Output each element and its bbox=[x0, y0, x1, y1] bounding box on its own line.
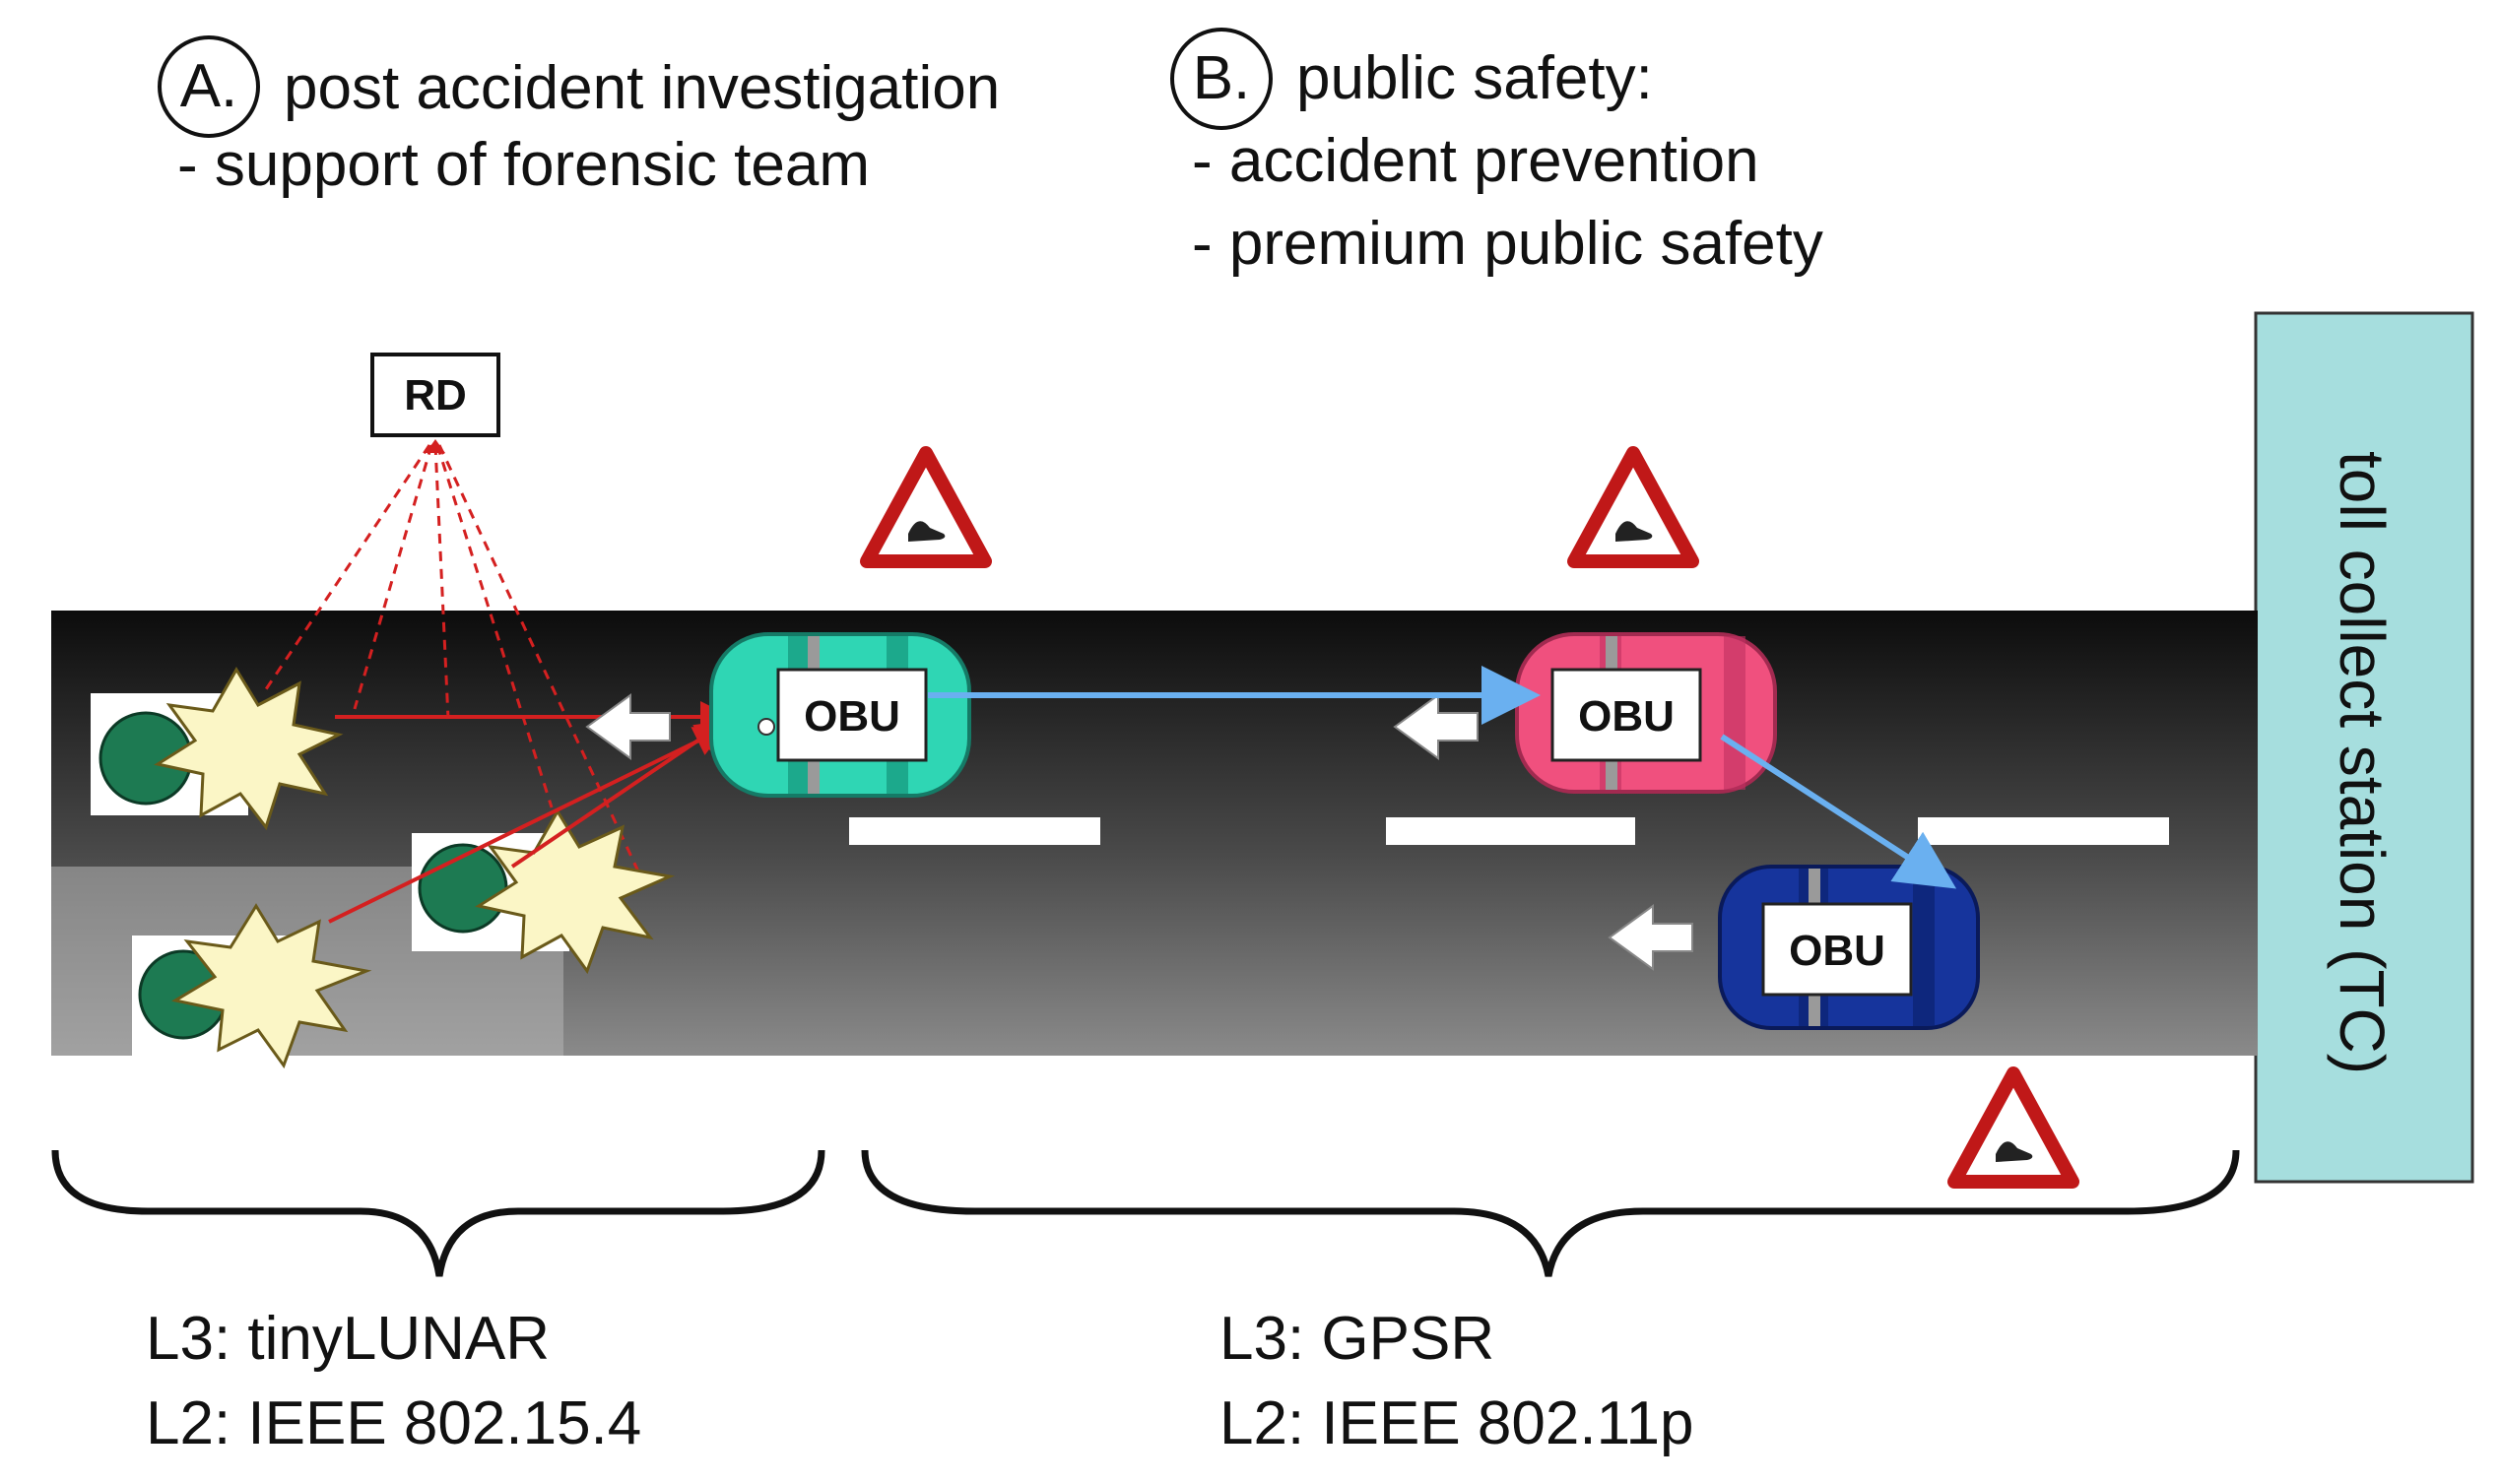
direction-arrow-left-icon bbox=[585, 693, 671, 760]
toll-station-label: toll collect station (TC) bbox=[2327, 451, 2398, 1074]
obu-box bbox=[1550, 668, 1702, 762]
toll-collect-station: toll collect station (TC) bbox=[2254, 311, 2474, 1184]
car-window-rear bbox=[1724, 636, 1745, 790]
right-l3-label: L3: GPSR bbox=[1219, 1305, 1494, 1373]
warning-sign-triangle bbox=[1947, 1066, 2079, 1189]
lane-marking-3 bbox=[1918, 817, 2169, 845]
section-b-bullet-2: - premium public safety bbox=[1192, 210, 1823, 278]
obu-box bbox=[776, 668, 928, 762]
warning-sign-1 bbox=[860, 446, 992, 568]
obu-label: OBU bbox=[1578, 692, 1675, 741]
section-b-marker: B. bbox=[1193, 44, 1251, 112]
section-a-marker: A. bbox=[180, 52, 238, 120]
section-b-bullet-1: - accident prevention bbox=[1192, 127, 1759, 195]
car-pink: OBU bbox=[1515, 632, 1777, 794]
rd-box bbox=[370, 353, 500, 437]
rd-node: RD bbox=[370, 353, 500, 437]
section-b-heading: B. public safety: - accident prevention … bbox=[1170, 28, 1823, 278]
skid-car-icon bbox=[1615, 521, 1653, 542]
warning-sign-3 bbox=[1947, 1066, 2079, 1189]
toll-station-box bbox=[2254, 311, 2474, 1184]
warning-sign-2 bbox=[1567, 446, 1699, 568]
section-a-marker-circle bbox=[158, 35, 260, 138]
section-a-bullet-1: - support of forensic team bbox=[177, 131, 870, 199]
direction-arrow-left-icon bbox=[1608, 904, 1693, 971]
obu-label: OBU bbox=[1789, 927, 1885, 975]
left-protocol-stack: L3: tinyLUNAR L2: IEEE 802.15.4 bbox=[146, 1305, 641, 1457]
left-l2-label: L2: IEEE 802.15.4 bbox=[146, 1389, 641, 1457]
section-a-title: post accident investigation bbox=[284, 54, 1000, 122]
v2v-link-pink-to-blue bbox=[1720, 734, 1957, 889]
section-a-heading: A. post accident investigation - support… bbox=[158, 35, 1000, 199]
crash-burst bbox=[170, 903, 372, 1069]
left-brace bbox=[51, 1149, 825, 1277]
sensor-node-3 bbox=[132, 903, 372, 1069]
lane-marking-1 bbox=[849, 817, 1100, 845]
crash-burst bbox=[154, 667, 344, 831]
lane-marking-2 bbox=[1386, 817, 1635, 845]
warning-sign-triangle bbox=[860, 446, 992, 568]
car-blue: OBU bbox=[1718, 865, 1980, 1030]
car-green: OBU bbox=[709, 632, 971, 798]
right-protocol-stack: L3: GPSR L2: IEEE 802.11p bbox=[1219, 1305, 1693, 1457]
rd-link-1 bbox=[264, 444, 431, 690]
crash-burst bbox=[475, 808, 676, 975]
right-l2-label: L2: IEEE 802.11p bbox=[1219, 1389, 1693, 1457]
obu-box bbox=[1761, 902, 1913, 997]
left-l3-label: L3: tinyLUNAR bbox=[146, 1305, 550, 1373]
obu-label: OBU bbox=[804, 692, 900, 741]
right-brace bbox=[861, 1149, 2240, 1277]
car-window-rear bbox=[1913, 869, 1935, 1026]
section-b-title: public safety: bbox=[1296, 44, 1653, 112]
rd-arrowhead bbox=[426, 439, 445, 453]
rd-label: RD bbox=[404, 371, 467, 419]
warning-sign-triangle bbox=[1567, 446, 1699, 568]
rd-links bbox=[264, 444, 647, 887]
skid-car-icon bbox=[1996, 1141, 2033, 1162]
car-sensor-dot bbox=[757, 718, 775, 736]
section-b-marker-circle bbox=[1170, 28, 1273, 130]
skid-car-icon bbox=[908, 521, 946, 542]
sensor-link-3 bbox=[328, 727, 727, 924]
sensor-node-2 bbox=[412, 808, 676, 975]
sensor-node-1 bbox=[91, 667, 344, 831]
